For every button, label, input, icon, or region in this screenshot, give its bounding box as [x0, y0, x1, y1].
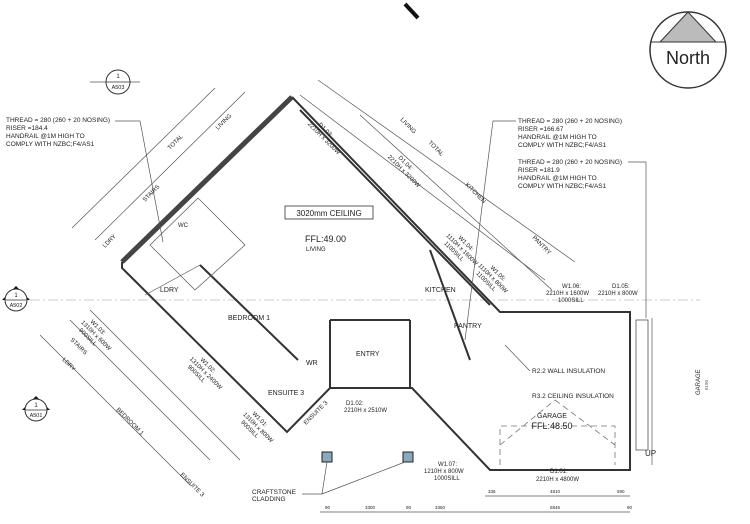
svg-text:R2.2 WALL INSULATION: R2.2 WALL INSULATION — [532, 368, 605, 375]
up-label: UP — [645, 449, 656, 458]
svg-text:STAIRS: STAIRS — [69, 337, 88, 356]
cladding-post-left — [321, 451, 333, 463]
annotations: R2.2 WALL INSULATION R3.2 CEILING INSULA… — [252, 344, 614, 503]
svg-text:LIVING: LIVING — [215, 113, 233, 131]
svg-text:GARAGE: GARAGE — [696, 369, 702, 395]
svg-text:2210H x 2510W: 2210H x 2510W — [344, 408, 387, 414]
svg-text:590: 590 — [617, 489, 625, 494]
ensuite3-label: ENSUITE 3 — [268, 390, 304, 397]
svg-text:2210H x 1600W: 2210H x 1600W — [546, 291, 589, 297]
svg-text:90: 90 — [627, 505, 633, 510]
bottom-dimensions: 90 3300 90 3350 5846 90 336 4810 590 — [325, 489, 633, 510]
svg-text:W1.06:: W1.06: — [562, 284, 581, 290]
svg-text:COMPLY WITH NZBC;F4/AS1: COMPLY WITH NZBC;F4/AS1 — [6, 141, 95, 148]
svg-text:HANDRAIL @1M HIGH TO: HANDRAIL @1M HIGH TO — [518, 175, 597, 182]
svg-text:2210H x 800W: 2210H x 800W — [598, 291, 638, 297]
stair-note-3: THREAD = 280 (260 + 20 NOSING) RISER =18… — [518, 159, 647, 318]
section-marker-a503[interactable]: 1 A503 — [90, 69, 140, 95]
svg-text:D1.05:: D1.05: — [612, 284, 630, 290]
wc-label: WC — [178, 223, 189, 229]
svg-text:1000SILL: 1000SILL — [558, 298, 584, 304]
svg-text:COMPLY WITH NZBC;F4/AS1: COMPLY WITH NZBC;F4/AS1 — [518, 142, 607, 149]
svg-text:D1.01:: D1.01: — [550, 469, 568, 475]
svg-text:TOTAL: TOTAL — [427, 140, 445, 158]
svg-text:ENSUITE 3: ENSUITE 3 — [179, 472, 206, 499]
north-label: North — [666, 48, 710, 68]
svg-text:A502: A502 — [10, 303, 23, 309]
svg-text:KITCHEN: KITCHEN — [464, 182, 487, 205]
garage-car-outline — [499, 399, 616, 465]
svg-text:1210H x 800W: 1210H x 800W — [424, 469, 464, 475]
svg-text:90: 90 — [406, 505, 412, 510]
svg-text:R3.2 CEILING INSULATION: R3.2 CEILING INSULATION — [532, 393, 614, 400]
ceiling-label: 3020mm CEILING — [296, 209, 361, 218]
ffl-garage: FFL:48.50 — [531, 421, 572, 431]
section-marker-a502[interactable]: 1 A502 — [2, 286, 30, 312]
svg-text:ENSUITE 3: ENSUITE 3 — [303, 400, 330, 427]
garage-stairs — [635, 319, 649, 451]
svg-text:CLADDING: CLADDING — [252, 496, 286, 503]
living-label: LIVING — [306, 247, 326, 253]
svg-text:5846: 5846 — [550, 505, 561, 510]
svg-text:CRAFTSTONE: CRAFTSTONE — [252, 489, 297, 496]
svg-text:LDRY: LDRY — [102, 234, 117, 249]
svg-text:90: 90 — [325, 505, 331, 510]
ffl-main: FFL:49.00 — [305, 234, 346, 244]
svg-text:HANDRAIL @1M HIGH TO: HANDRAIL @1M HIGH TO — [6, 133, 85, 140]
svg-text:3350: 3350 — [435, 505, 446, 510]
svg-text:RISER =181.9: RISER =181.9 — [518, 167, 560, 174]
svg-text:LDRY: LDRY — [61, 357, 76, 372]
dimension-lines — [39, 79, 653, 513]
svg-text:1: 1 — [34, 403, 38, 409]
svg-text:1: 1 — [14, 293, 18, 299]
north-arrow: North — [649, 11, 727, 89]
dimension-labels: TOTAL LIVING STAIRS LDRY LIVING TOTAL KI… — [61, 113, 709, 499]
svg-text:RISER =166.67: RISER =166.67 — [518, 126, 564, 133]
svg-text:HANDRAIL @1M HIGH TO: HANDRAIL @1M HIGH TO — [518, 134, 597, 141]
garage-label: GARAGE — [537, 413, 567, 420]
entry-label: ENTRY — [356, 351, 380, 358]
pantry-label: PANTRY — [454, 323, 482, 330]
svg-text:D1.02:: D1.02: — [346, 401, 364, 407]
svg-text:W1.07:: W1.07: — [438, 462, 457, 468]
svg-text:A503: A503 — [112, 85, 125, 91]
svg-text:2210H x 4800W: 2210H x 4800W — [536, 477, 579, 483]
section-cut-mark — [403, 2, 420, 20]
svg-text:LIVING: LIVING — [399, 117, 417, 135]
svg-text:336: 336 — [488, 489, 496, 494]
section-marker-a501[interactable]: 1 A501 — [22, 396, 50, 422]
wr-label: WR — [306, 360, 318, 367]
svg-text:4810: 4810 — [550, 489, 561, 494]
cladding-post-right — [402, 451, 414, 463]
svg-text:BEDROOM 1: BEDROOM 1 — [115, 407, 145, 437]
kitchen-label: KITCHEN — [425, 287, 456, 294]
ldry-label: LDRY — [160, 287, 179, 294]
svg-text:A501: A501 — [30, 413, 43, 419]
bedroom1-label: BEDROOM 1 — [228, 315, 270, 322]
room-labels: 3020mm CEILING FFL:49.00 LIVING LDRY WC … — [160, 205, 656, 458]
svg-text:THREAD = 280 (260 + 20 NOSING): THREAD = 280 (260 + 20 NOSING) — [518, 118, 622, 125]
svg-text:RISER =184.4: RISER =184.4 — [6, 125, 48, 132]
building-walls — [120, 95, 649, 471]
svg-text:STAIRS: STAIRS — [142, 184, 161, 203]
stair-note-2: THREAD = 280 (260 + 20 NOSING) RISER =16… — [464, 118, 622, 341]
svg-text:TOTAL: TOTAL — [167, 133, 185, 151]
svg-text:3300: 3300 — [365, 505, 376, 510]
svg-text:THREAD = 280 (260 + 20 NOSING): THREAD = 280 (260 + 20 NOSING) — [6, 117, 110, 124]
stair-note-1: THREAD = 280 (260 + 20 NOSING) RISER =18… — [6, 117, 164, 243]
svg-text:6190: 6190 — [704, 379, 709, 390]
svg-text:1: 1 — [116, 74, 120, 80]
svg-text:COMPLY WITH NZBC;F4/AS1: COMPLY WITH NZBC;F4/AS1 — [518, 183, 607, 190]
svg-text:THREAD = 280 (260 + 20 NOSING): THREAD = 280 (260 + 20 NOSING) — [518, 159, 622, 166]
svg-text:1000SILL: 1000SILL — [434, 476, 460, 482]
